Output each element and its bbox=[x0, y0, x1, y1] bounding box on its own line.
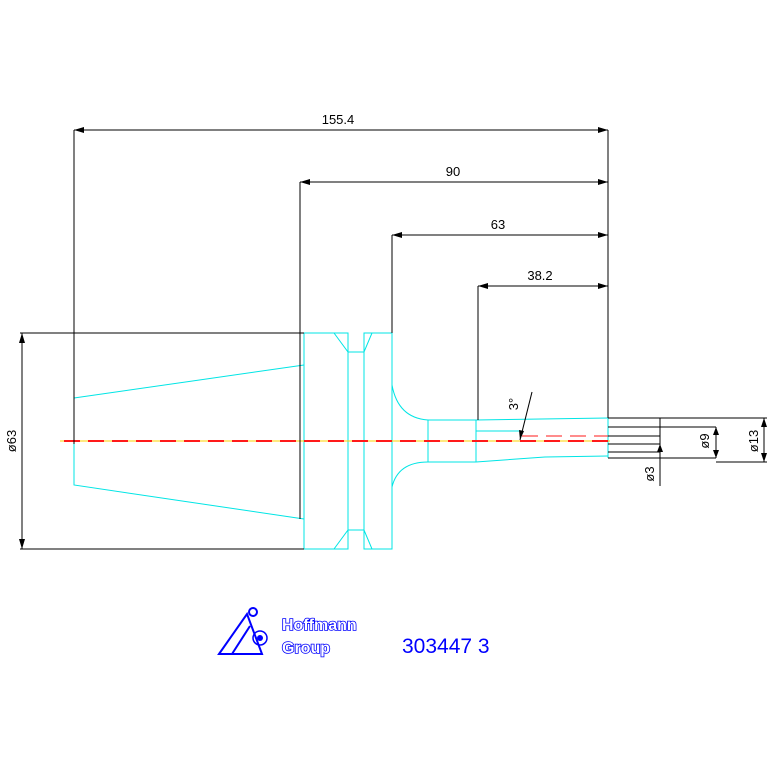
dimension-diameter-3: ø3 bbox=[642, 436, 663, 486]
logo-emblem-icon bbox=[217, 607, 268, 655]
dim-label-overall: 155.4 bbox=[322, 112, 355, 127]
dim-label-angle: 3° bbox=[506, 398, 521, 410]
dimension-taper-angle: 3° bbox=[506, 391, 533, 441]
hoffmann-group-logo: Hoffmann Group bbox=[217, 607, 357, 658]
dim-label-diameter-base: ø63 bbox=[4, 430, 19, 452]
dim-label-flange: 63 bbox=[491, 217, 505, 232]
logo-line-2: Group bbox=[282, 640, 330, 657]
center-axis bbox=[60, 435, 610, 442]
reference-lines bbox=[20, 130, 767, 550]
dimension-155-4: 155.4 bbox=[74, 112, 608, 133]
dim-label-diameter-inner: ø9 bbox=[697, 433, 712, 448]
dim-label-shank: 90 bbox=[446, 164, 460, 179]
dimension-63: 63 bbox=[392, 217, 608, 238]
dimension-diameter-63: ø63 bbox=[4, 333, 25, 549]
dimension-90: 90 bbox=[300, 164, 608, 185]
part-number: 303447 3 bbox=[402, 635, 490, 658]
dim-label-diameter-outer: ø13 bbox=[746, 430, 761, 452]
dim-label-collet: 38.2 bbox=[527, 268, 552, 283]
logo-line-1: Hoffmann bbox=[282, 617, 357, 634]
dimension-38-2: 38.2 bbox=[478, 268, 608, 289]
dimension-diameter-13: ø13 bbox=[716, 418, 767, 463]
dim-label-diameter-bore: ø3 bbox=[642, 466, 657, 481]
dimension-diameter-9: ø9 bbox=[660, 426, 719, 458]
